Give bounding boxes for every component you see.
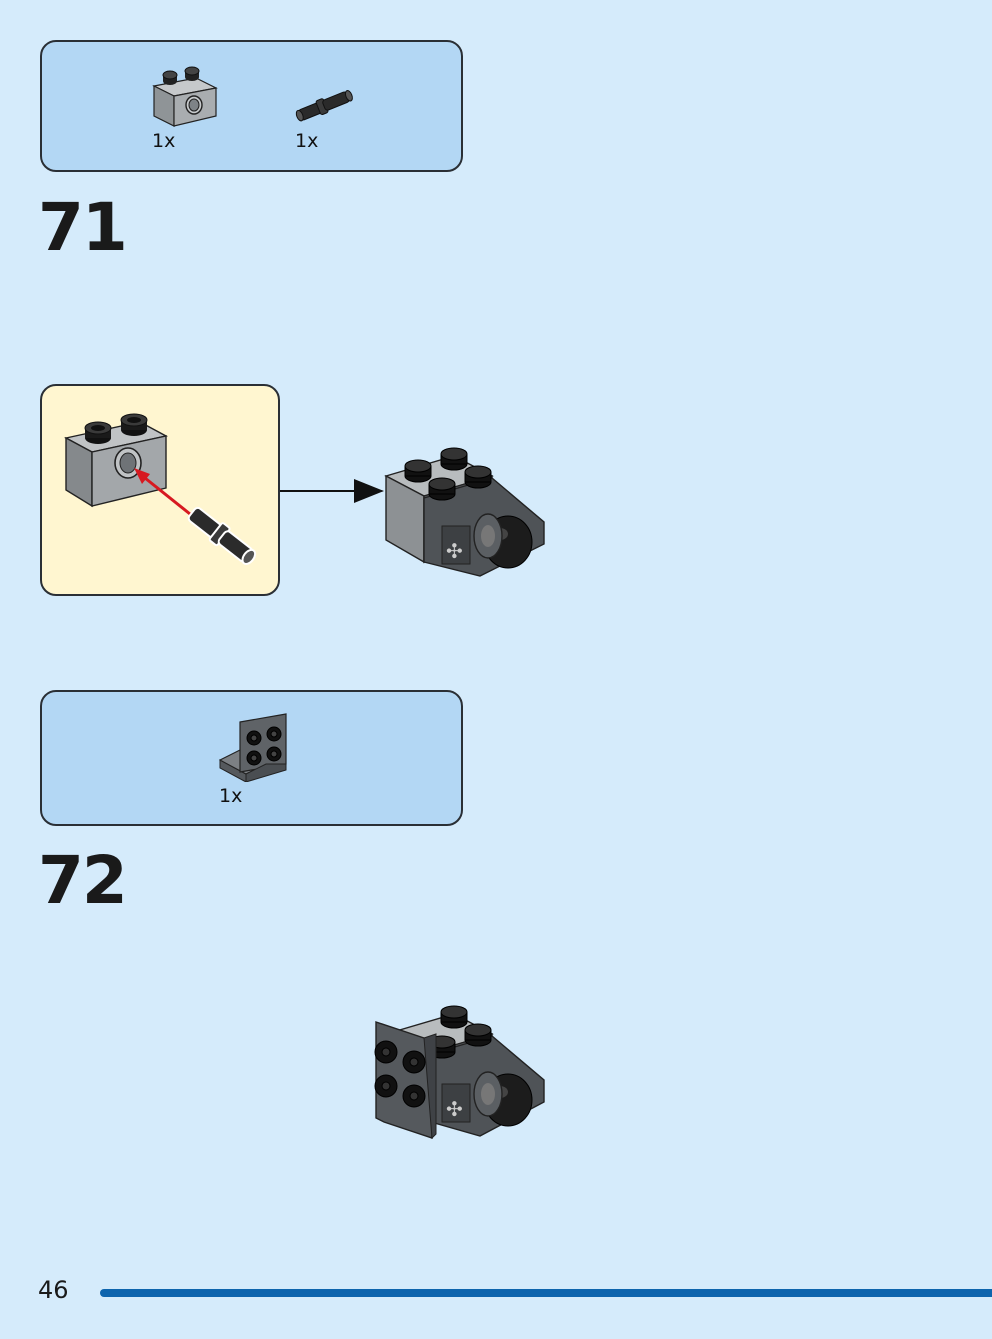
step-number-71: 71: [38, 189, 128, 266]
brick-with-pin-insertion-illustration: [63, 413, 257, 565]
page-accent-bar: [100, 1289, 992, 1297]
parts-list-step-72: 1x: [40, 690, 463, 826]
step-number-72: 72: [38, 842, 128, 919]
svg-text:✣: ✣: [446, 1097, 463, 1121]
quantity-label: 1x: [152, 130, 176, 152]
quantity-label: 1x: [219, 785, 243, 807]
svg-text:✣: ✣: [446, 539, 463, 563]
parts-list-step-71: 1x 1x: [40, 40, 463, 172]
page-number: 46: [38, 1276, 69, 1304]
technic-pin-icon: [295, 90, 353, 122]
sub-assembly-callout: [40, 384, 280, 596]
model-step-72: ✣: [374, 1005, 545, 1140]
model-step-71: ✣: [384, 447, 545, 577]
bracket-plate-icon: [218, 713, 287, 782]
assembly-arrow: [280, 479, 384, 503]
quantity-label: 1x: [295, 130, 319, 152]
technic-brick-icon: [152, 66, 218, 127]
